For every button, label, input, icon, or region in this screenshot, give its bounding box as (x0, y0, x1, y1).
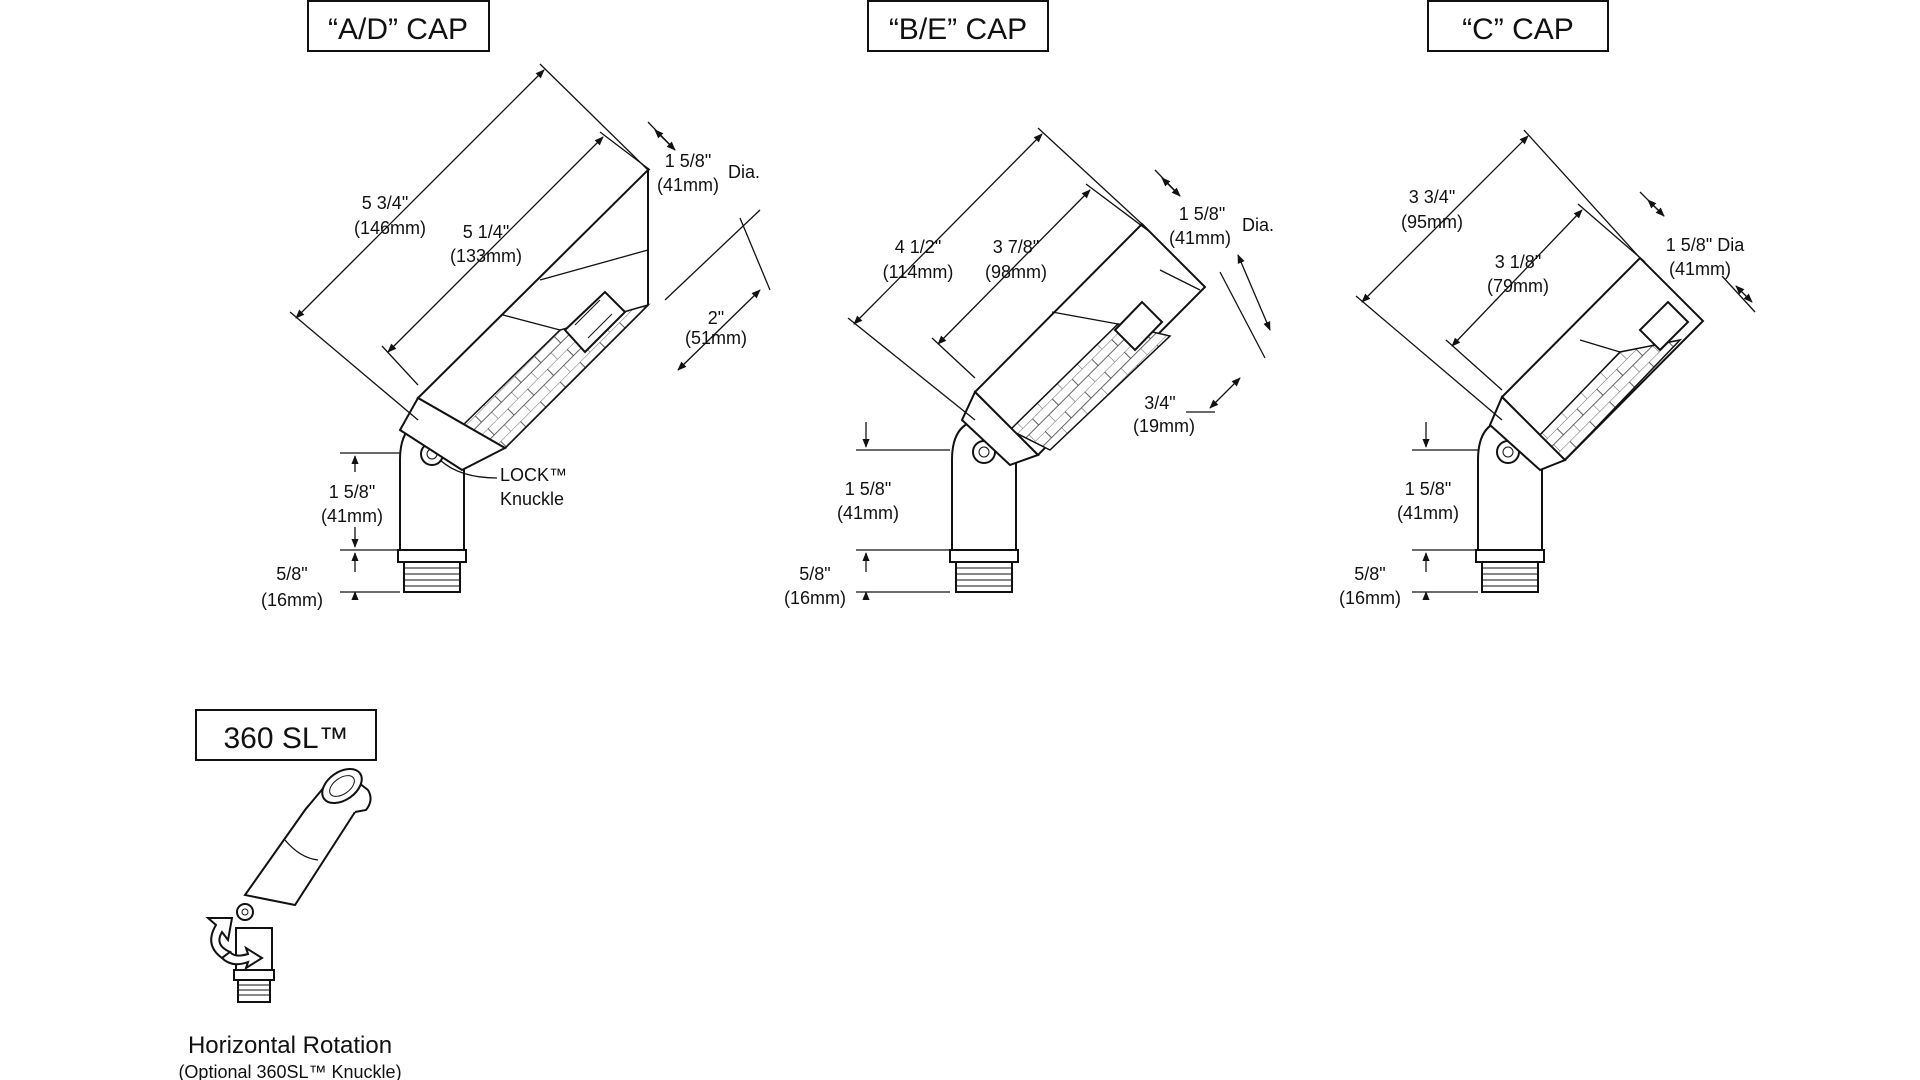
ad-diameter: 1 5/8" (665, 151, 711, 171)
c-cap-diagram: “C” CAP (1339, 0, 1756, 608)
be-diameter-mm: (41mm) (1169, 228, 1231, 248)
c-body-length: 3 1/8" (1495, 252, 1541, 272)
c-dimensions (1355, 129, 1756, 601)
ad-cap-title: “A/D” CAP (328, 13, 468, 46)
be-cap-title-box (867, 0, 1049, 52)
ad-diameter-mm: (41mm) (657, 175, 719, 195)
ad-body-length-mm: (133mm) (450, 246, 522, 266)
sl360-caption: Horizontal Rotation (188, 1032, 392, 1059)
be-knuckle-height-mm: (41mm) (837, 503, 899, 523)
be-thread-height: 5/8" (799, 564, 830, 584)
be-diameter: 1 5/8" (1179, 204, 1225, 224)
ad-labels: 5 3/4" (146mm) 5 1/4" (133mm) 1 5/8" (41… (261, 151, 760, 610)
be-cap-diagram: “B/E” CAP (784, 0, 1274, 608)
ad-knuckle-height-mm: (41mm) (321, 506, 383, 526)
sl360-subcaption: (Optional 360SL™ Knuckle) (178, 1062, 401, 1080)
be-overall-length-mm: (114mm) (883, 262, 954, 282)
c-diameter-mm: (41mm) (1669, 259, 1731, 279)
ad-dimensions (289, 63, 771, 601)
c-housing (1488, 256, 1705, 472)
be-overall-length: 4 1/2" (895, 237, 941, 257)
be-cap-depth: 3/4" (1144, 393, 1175, 413)
c-thread-height: 5/8" (1354, 564, 1385, 584)
be-cap-title: “B/E” CAP (889, 13, 1027, 46)
ad-knuckle-height: 1 5/8" (329, 482, 375, 502)
be-body-length-mm: (98mm) (985, 262, 1047, 282)
c-diameter: 1 5/8" Dia (1666, 235, 1745, 255)
ad-cap-depth: 2" (708, 308, 724, 328)
c-body-length-mm: (79mm) (1487, 276, 1549, 296)
c-thread-height-mm: (16mm) (1339, 588, 1401, 608)
be-knuckle-height: 1 5/8" (845, 479, 891, 499)
ad-housing (398, 167, 651, 472)
ad-cap-depth-mm: (51mm) (685, 328, 747, 348)
ad-thread-height-mm: (16mm) (261, 590, 323, 610)
sl360-title: 360 SL™ (223, 722, 348, 755)
c-cap-title: “C” CAP (1462, 13, 1574, 46)
c-cap-title-box (1427, 0, 1609, 52)
c-overall-length: 3 3/4" (1409, 187, 1455, 207)
be-labels: 4 1/2" (114mm) 3 7/8" (98mm) 1 5/8" (41m… (784, 204, 1274, 608)
be-thread-height-mm: (16mm) (784, 588, 846, 608)
ad-cap-title-box (307, 0, 490, 52)
ad-cap-diagram: “A/D” CAP (261, 0, 771, 610)
c-knuckle-height: 1 5/8" (1405, 479, 1451, 499)
ad-body-length: 5 1/4" (463, 222, 509, 242)
c-overall-length-mm: (95mm) (1401, 212, 1463, 232)
be-body-length: 3 7/8" (993, 237, 1039, 257)
be-dia-label: Dia. (1242, 215, 1274, 235)
ad-thread-height: 5/8" (276, 564, 307, 584)
be-dimensions (847, 127, 1271, 601)
ad-dia-label: Dia. (728, 162, 760, 182)
c-knuckle-height-mm: (41mm) (1397, 503, 1459, 523)
sl360-fixture (205, 767, 372, 1003)
sl360-title-box (195, 709, 377, 761)
ad-lock-label: LOCK™ (500, 465, 567, 485)
c-labels: 3 3/4" (95mm) 3 1/8" (79mm) 1 5/8" Dia (… (1339, 187, 1745, 608)
sl360-diagram: 360 SL™ Horizontal Rotation (Optional 36… (178, 709, 402, 1080)
ad-knuckle-label: Knuckle (500, 489, 564, 509)
ad-overall-length: 5 3/4" (362, 193, 408, 213)
be-cap-depth-mm: (19mm) (1133, 416, 1195, 436)
ad-overall-length-mm: (146mm) (354, 218, 426, 238)
